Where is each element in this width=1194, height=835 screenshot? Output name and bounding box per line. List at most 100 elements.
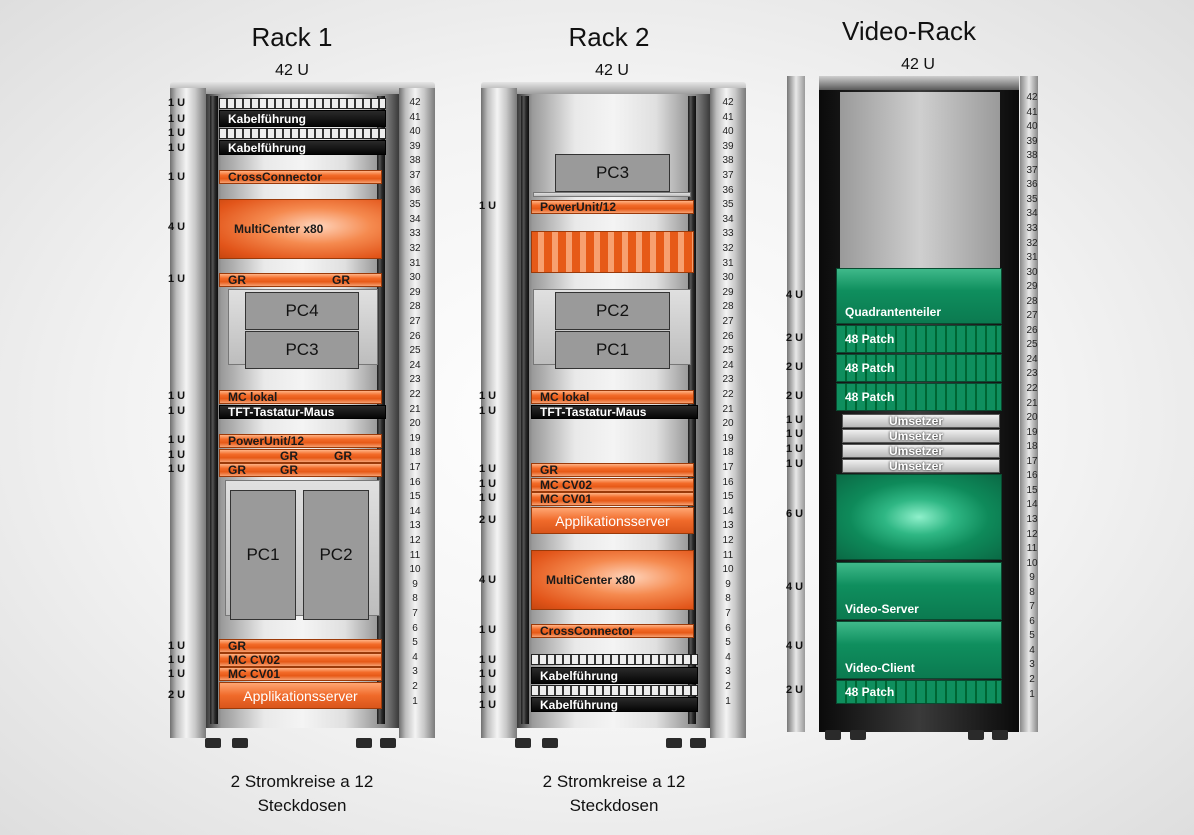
u-size-label: 1 U — [168, 640, 186, 652]
unit-number: 19 — [1026, 426, 1038, 438]
rack1-capacity: 42 U — [275, 62, 309, 79]
unit-number: 20 — [722, 418, 734, 430]
rack1-powerunit[interactable]: PowerUnit/12 — [219, 434, 382, 448]
unit-number: 11 — [1026, 543, 1038, 555]
u-size-label: 1 U — [168, 97, 186, 109]
rack1-mc-cv02[interactable]: MC CV02 — [219, 653, 382, 667]
unit-number: 32 — [1026, 237, 1038, 249]
unit-number: 35 — [722, 199, 734, 211]
rack1-pc1[interactable]: PC1 — [230, 490, 296, 620]
rack1-patch-40[interactable] — [219, 128, 386, 139]
rack1-pc4[interactable]: PC4 — [245, 292, 359, 330]
rack2-mc-cv02-label: MC CV02 — [540, 478, 593, 492]
rack2-multicenter[interactable]: MultiCenter x80 — [531, 550, 694, 610]
video-umsetzer-2-label: Umsetzer — [889, 429, 944, 443]
unit-number: 19 — [409, 432, 421, 444]
rack2-powerunit[interactable]: PowerUnit/12 — [531, 200, 694, 214]
video-umsetzer-1[interactable]: Umsetzer — [842, 414, 1000, 428]
u-size-label: 1 U — [786, 414, 804, 426]
video-client-label: Video-Client — [845, 661, 915, 675]
rack2-patch-2[interactable] — [531, 685, 698, 696]
video-6u-unit[interactable] — [836, 474, 1002, 560]
rack2-mc-cv01[interactable]: MC CV01 — [531, 492, 694, 506]
unit-number: 15 — [409, 491, 421, 503]
rack2-power-strip[interactable] — [531, 231, 694, 273]
rack1-multicenter[interactable]: MultiCenter x80 — [219, 199, 382, 259]
rack1-powerunit-label: PowerUnit/12 — [228, 434, 305, 448]
unit-number: 25 — [722, 345, 734, 357]
video-umsetzer-2[interactable]: Umsetzer — [842, 429, 1000, 443]
unit-number: 33 — [1026, 222, 1038, 234]
unit-number: 29 — [409, 286, 421, 298]
video-patch-3[interactable]: 48 Patch — [836, 383, 1002, 411]
unit-number: 30 — [409, 272, 421, 284]
rack2-kabel-2[interactable]: Kabelführung — [531, 697, 698, 712]
rack2-kabel-1[interactable]: Kabelführung — [531, 667, 698, 684]
unit-number: 32 — [409, 243, 421, 254]
rack2-pc3[interactable]: PC3 — [555, 154, 670, 192]
unit-number: 1 — [725, 695, 731, 707]
u-size-label: 1 U — [479, 654, 497, 666]
rack2-gr-label: GR — [540, 463, 558, 477]
video-patch-4-label: 48 Patch — [845, 685, 895, 699]
rack1-gr-30[interactable]: GR GR — [219, 273, 382, 287]
unit-number: 10 — [722, 564, 734, 576]
video-rack-inner — [840, 92, 1000, 270]
u-size-label: 4 U — [786, 640, 804, 652]
video-patch-2[interactable]: 48 Patch — [836, 354, 1002, 382]
rack2-pc1[interactable]: PC1 — [555, 331, 670, 369]
rack1-gr-18[interactable]: GR GR — [219, 449, 382, 463]
rack1-mc-lokal[interactable]: MC lokal — [219, 390, 382, 404]
rack2-foot-2 — [542, 738, 558, 748]
rack1-kabel-1[interactable]: Kabelführung — [219, 110, 386, 127]
rack2-crossconnector[interactable]: CrossConnector — [531, 624, 694, 638]
unit-number: 10 — [409, 564, 421, 576]
unit-number: 38 — [722, 155, 734, 167]
rack2-patch-4[interactable] — [531, 654, 698, 665]
rack2-pc2-label: PC2 — [595, 301, 630, 320]
rack1-gr-17[interactable]: GR GR — [219, 463, 382, 477]
rack2-mc-lokal[interactable]: MC lokal — [531, 390, 694, 404]
rack1-pc3[interactable]: PC3 — [245, 331, 359, 369]
unit-number: 28 — [1026, 295, 1038, 307]
video-server[interactable]: Video-Server — [836, 562, 1002, 620]
video-umsetzer-4[interactable]: Umsetzer — [842, 459, 1000, 473]
unit-number: 7 — [725, 608, 731, 619]
rack2-tft[interactable]: TFT-Tastatur-Maus — [531, 405, 698, 419]
u-size-label: 1 U — [479, 200, 497, 212]
rack2-kabel-1-label: Kabelführung — [540, 668, 618, 683]
rack1-gr-17-label-b: GR — [280, 463, 298, 477]
unit-number: 12 — [409, 535, 421, 546]
video-patch-1[interactable]: 48 Patch — [836, 325, 1002, 353]
unit-number: 21 — [1026, 397, 1038, 409]
u-size-label: 1 U — [479, 478, 497, 490]
unit-number: 11 — [409, 549, 421, 561]
rack1-crossconnector[interactable]: CrossConnector — [219, 170, 382, 184]
unit-number: 2 — [1029, 674, 1035, 685]
rack2-mc-cv02[interactable]: MC CV02 — [531, 478, 694, 492]
video-quadrantenteiler[interactable]: Quadrantenteiler — [836, 268, 1002, 324]
unit-number: 8 — [1029, 586, 1035, 598]
unit-number: 31 — [1026, 252, 1038, 264]
rack1-kabel-2[interactable]: Kabelführung — [219, 140, 386, 155]
video-rack-foot-1 — [825, 730, 841, 740]
unit-number: 33 — [409, 228, 421, 240]
rack2-appserver[interactable]: Applikationsserver — [531, 507, 694, 534]
rack1-pc2[interactable]: PC2 — [303, 490, 369, 620]
rack2-pc2[interactable]: PC2 — [555, 292, 670, 330]
rack1-patch-41[interactable] — [219, 98, 386, 109]
unit-number: 37 — [1026, 164, 1038, 176]
unit-number: 3 — [1029, 659, 1035, 671]
rack1-appserver[interactable]: Applikationsserver — [219, 682, 382, 709]
rack1-tft[interactable]: TFT-Tastatur-Maus — [219, 405, 386, 419]
rack1-mc-cv01[interactable]: MC CV01 — [219, 667, 382, 681]
rack1-gr-5[interactable]: GR — [219, 639, 382, 653]
unit-number: 26 — [722, 330, 734, 342]
video-umsetzer-3[interactable]: Umsetzer — [842, 444, 1000, 458]
unit-number: 19 — [722, 432, 734, 444]
video-patch-4[interactable]: 48 Patch — [836, 680, 1002, 704]
u-size-label: 1 U — [786, 443, 804, 455]
unit-number: 18 — [722, 447, 734, 459]
rack2-gr[interactable]: GR — [531, 463, 694, 477]
video-client[interactable]: Video-Client — [836, 621, 1002, 679]
